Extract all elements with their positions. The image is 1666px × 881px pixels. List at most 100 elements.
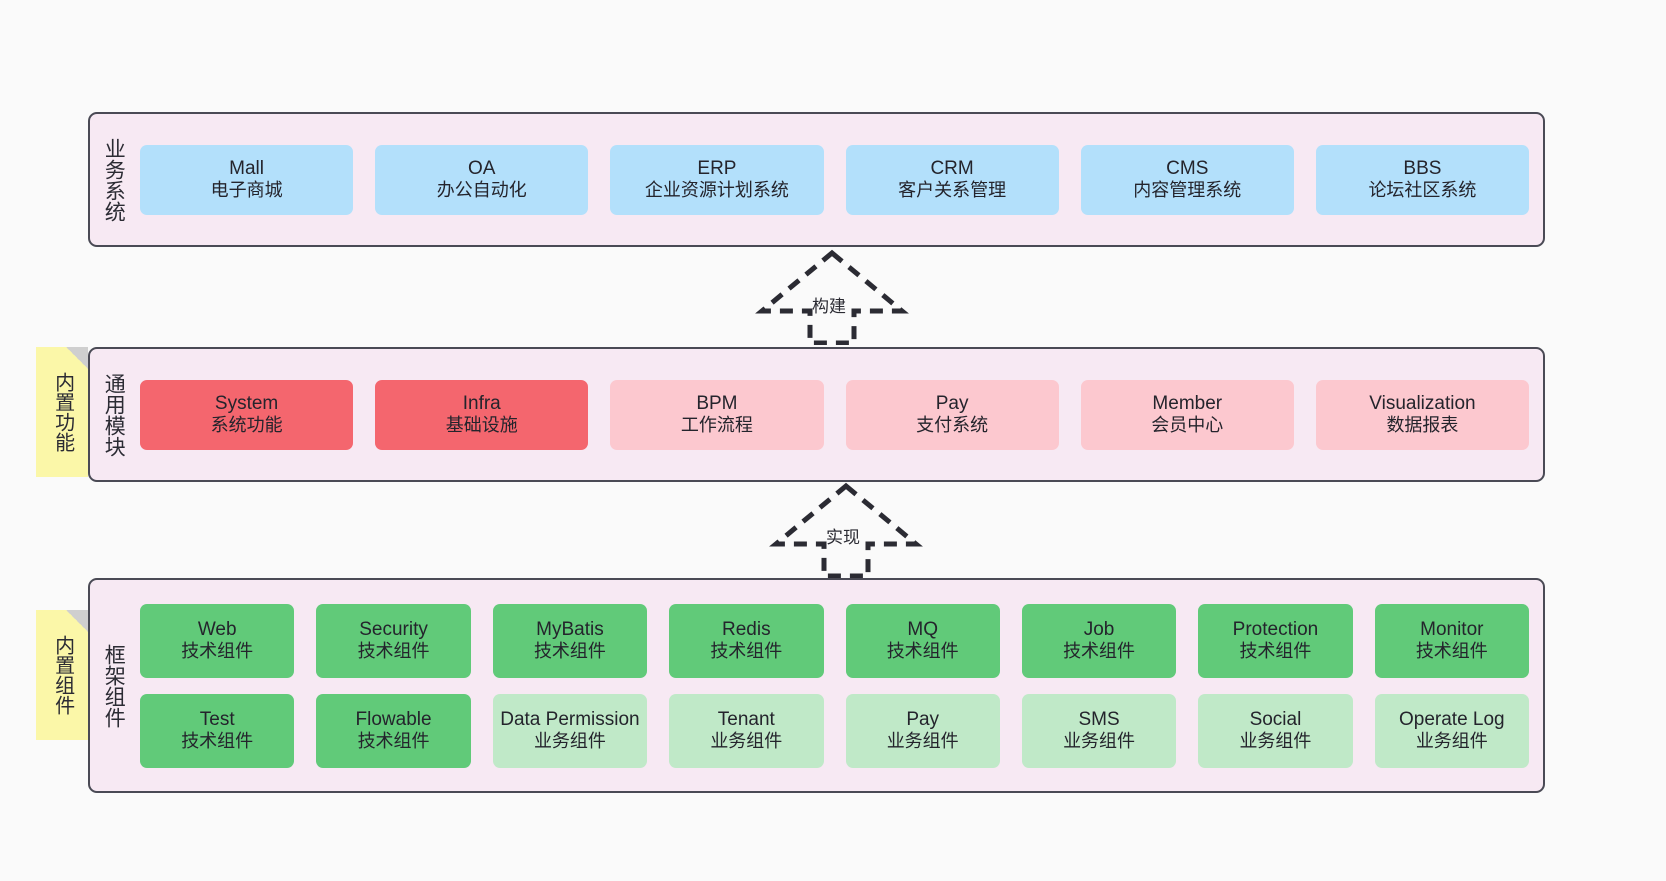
- node-crm[interactable]: CRM 客户关系管理: [845, 144, 1059, 215]
- connector-implement-arrow: [769, 482, 923, 578]
- node-mq[interactable]: MQ 技术组件: [845, 603, 1000, 678]
- node-desc: 系统功能: [210, 415, 283, 436]
- layer-body-framework: Web 技术组件 Security 技术组件 MyBatis 技术组件 Redi…: [136, 580, 1543, 791]
- node-cms[interactable]: CMS 内容管理系统: [1080, 144, 1294, 215]
- node-name: BPM: [696, 392, 738, 414]
- node-name: Pay: [935, 392, 969, 414]
- node-desc: 业务组件: [710, 731, 783, 752]
- node-name: Tenant: [717, 708, 775, 730]
- node-name: ERP: [697, 157, 737, 179]
- node-desc: 技术组件: [533, 641, 606, 662]
- node-name: Data Permission: [500, 708, 640, 730]
- node-infra[interactable]: Infra 基础设施: [375, 379, 589, 450]
- node-erp[interactable]: ERP 企业资源计划系统: [610, 144, 824, 215]
- node-name: OA: [468, 157, 496, 179]
- node-desc: 业务组件: [533, 731, 606, 752]
- layer-body-common: System 系统功能 Infra 基础设施 BPM 工作流程 Pay 支付系统…: [136, 349, 1543, 480]
- node-redis[interactable]: Redis 技术组件: [669, 603, 824, 678]
- node-desc: 技术组件: [357, 731, 430, 752]
- connector-build-arrow: [755, 249, 909, 345]
- node-desc: 技术组件: [357, 641, 430, 662]
- layer-row: Mall 电子商城 OA 办公自动化 ERP 企业资源计划系统 CRM 客户关系…: [140, 144, 1530, 215]
- layer-framework-component: 框架组件 Web 技术组件 Security 技术组件 MyBatis 技术组件…: [88, 578, 1545, 793]
- node-name: Security: [359, 618, 428, 640]
- node-desc: 业务组件: [886, 731, 959, 752]
- node-desc: 技术组件: [710, 641, 783, 662]
- node-name: System: [214, 392, 279, 414]
- node-desc: 技术组件: [886, 641, 959, 662]
- node-web[interactable]: Web 技术组件: [140, 603, 295, 678]
- node-desc: 基础设施: [445, 415, 518, 436]
- layer-common-module: 通用模块 System 系统功能 Infra 基础设施 BPM 工作流程 Pay…: [88, 347, 1545, 482]
- node-name: Test: [199, 708, 235, 730]
- node-desc: 企业资源计划系统: [644, 180, 789, 201]
- node-desc: 业务组件: [1063, 731, 1136, 752]
- node-desc: 数据报表: [1386, 415, 1459, 436]
- node-bpm[interactable]: BPM 工作流程: [610, 379, 824, 450]
- node-visualization[interactable]: Visualization 数据报表: [1315, 379, 1530, 450]
- node-protection[interactable]: Protection 技术组件: [1198, 603, 1353, 678]
- node-desc: 工作流程: [680, 415, 753, 436]
- node-desc: 技术组件: [1239, 641, 1312, 662]
- note-builtin-component: 内置组件: [36, 610, 88, 740]
- node-name: Flowable: [355, 708, 432, 730]
- node-desc: 会员中心: [1151, 415, 1224, 436]
- node-operate-log[interactable]: Operate Log 业务组件: [1374, 693, 1529, 768]
- node-name: CMS: [1166, 157, 1209, 179]
- connector-build-label: 构建: [812, 297, 846, 316]
- node-mall[interactable]: Mall 电子商城: [140, 144, 354, 215]
- node-name: Redis: [722, 618, 771, 640]
- node-name: Infra: [462, 392, 501, 414]
- layer-body-business: Mall 电子商城 OA 办公自动化 ERP 企业资源计划系统 CRM 客户关系…: [136, 114, 1543, 245]
- node-name: MQ: [907, 618, 938, 640]
- node-security[interactable]: Security 技术组件: [316, 603, 471, 678]
- node-oa[interactable]: OA 办公自动化: [375, 144, 589, 215]
- node-name: Visualization: [1369, 392, 1476, 414]
- node-system[interactable]: System 系统功能: [140, 379, 354, 450]
- node-desc: 技术组件: [1063, 641, 1136, 662]
- note-label: 内置组件: [51, 635, 74, 715]
- node-name: Social: [1249, 708, 1302, 730]
- node-member[interactable]: Member 会员中心: [1080, 379, 1294, 450]
- node-desc: 业务组件: [1239, 731, 1312, 752]
- layer-row: Test 技术组件 Flowable 技术组件 Data Permission …: [140, 693, 1529, 768]
- node-tenant[interactable]: Tenant 业务组件: [669, 693, 824, 768]
- connector-implement-label: 实现: [826, 528, 860, 547]
- node-desc: 技术组件: [181, 731, 254, 752]
- node-desc: 业务组件: [1415, 731, 1488, 752]
- node-name: Monitor: [1420, 618, 1484, 640]
- node-name: Pay: [906, 708, 940, 730]
- layer-row: System 系统功能 Infra 基础设施 BPM 工作流程 Pay 支付系统…: [140, 379, 1530, 450]
- node-data-permission[interactable]: Data Permission 业务组件: [492, 693, 648, 768]
- node-monitor[interactable]: Monitor 技术组件: [1374, 603, 1529, 678]
- node-name: Web: [197, 618, 237, 640]
- layer-title-common: 通用模块: [102, 372, 126, 457]
- node-desc: 支付系统: [916, 415, 989, 436]
- node-job[interactable]: Job 技术组件: [1021, 603, 1177, 678]
- node-bbs[interactable]: BBS 论坛社区系统: [1315, 144, 1530, 215]
- node-name: Job: [1083, 618, 1115, 640]
- note-label: 内置功能: [51, 372, 74, 452]
- node-social[interactable]: Social 业务组件: [1198, 693, 1353, 768]
- node-mybatis[interactable]: MyBatis 技术组件: [492, 603, 648, 678]
- node-name: Member: [1152, 392, 1223, 414]
- layer-title-framework: 框架组件: [102, 643, 126, 728]
- node-pay[interactable]: Pay 支付系统: [845, 379, 1059, 450]
- node-desc: 内容管理系统: [1133, 180, 1242, 201]
- node-name: Operate Log: [1398, 708, 1505, 730]
- layer-title-business: 业务系统: [102, 137, 126, 222]
- node-desc: 客户关系管理: [898, 180, 1007, 201]
- node-flowable[interactable]: Flowable 技术组件: [316, 693, 471, 768]
- node-sms[interactable]: SMS 业务组件: [1021, 693, 1177, 768]
- note-builtin-function: 内置功能: [36, 347, 88, 477]
- node-name: SMS: [1078, 708, 1120, 730]
- node-test[interactable]: Test 技术组件: [140, 693, 295, 768]
- layer-business-system: 业务系统 Mall 电子商城 OA 办公自动化 ERP 企业资源计划系统 CRM…: [88, 112, 1545, 247]
- node-desc: 论坛社区系统: [1368, 180, 1477, 201]
- node-desc: 电子商城: [210, 180, 283, 201]
- node-pay-business[interactable]: Pay 业务组件: [845, 693, 1000, 768]
- layer-row: Web 技术组件 Security 技术组件 MyBatis 技术组件 Redi…: [140, 603, 1529, 678]
- node-name: Mall: [229, 157, 264, 179]
- node-name: BBS: [1403, 157, 1442, 179]
